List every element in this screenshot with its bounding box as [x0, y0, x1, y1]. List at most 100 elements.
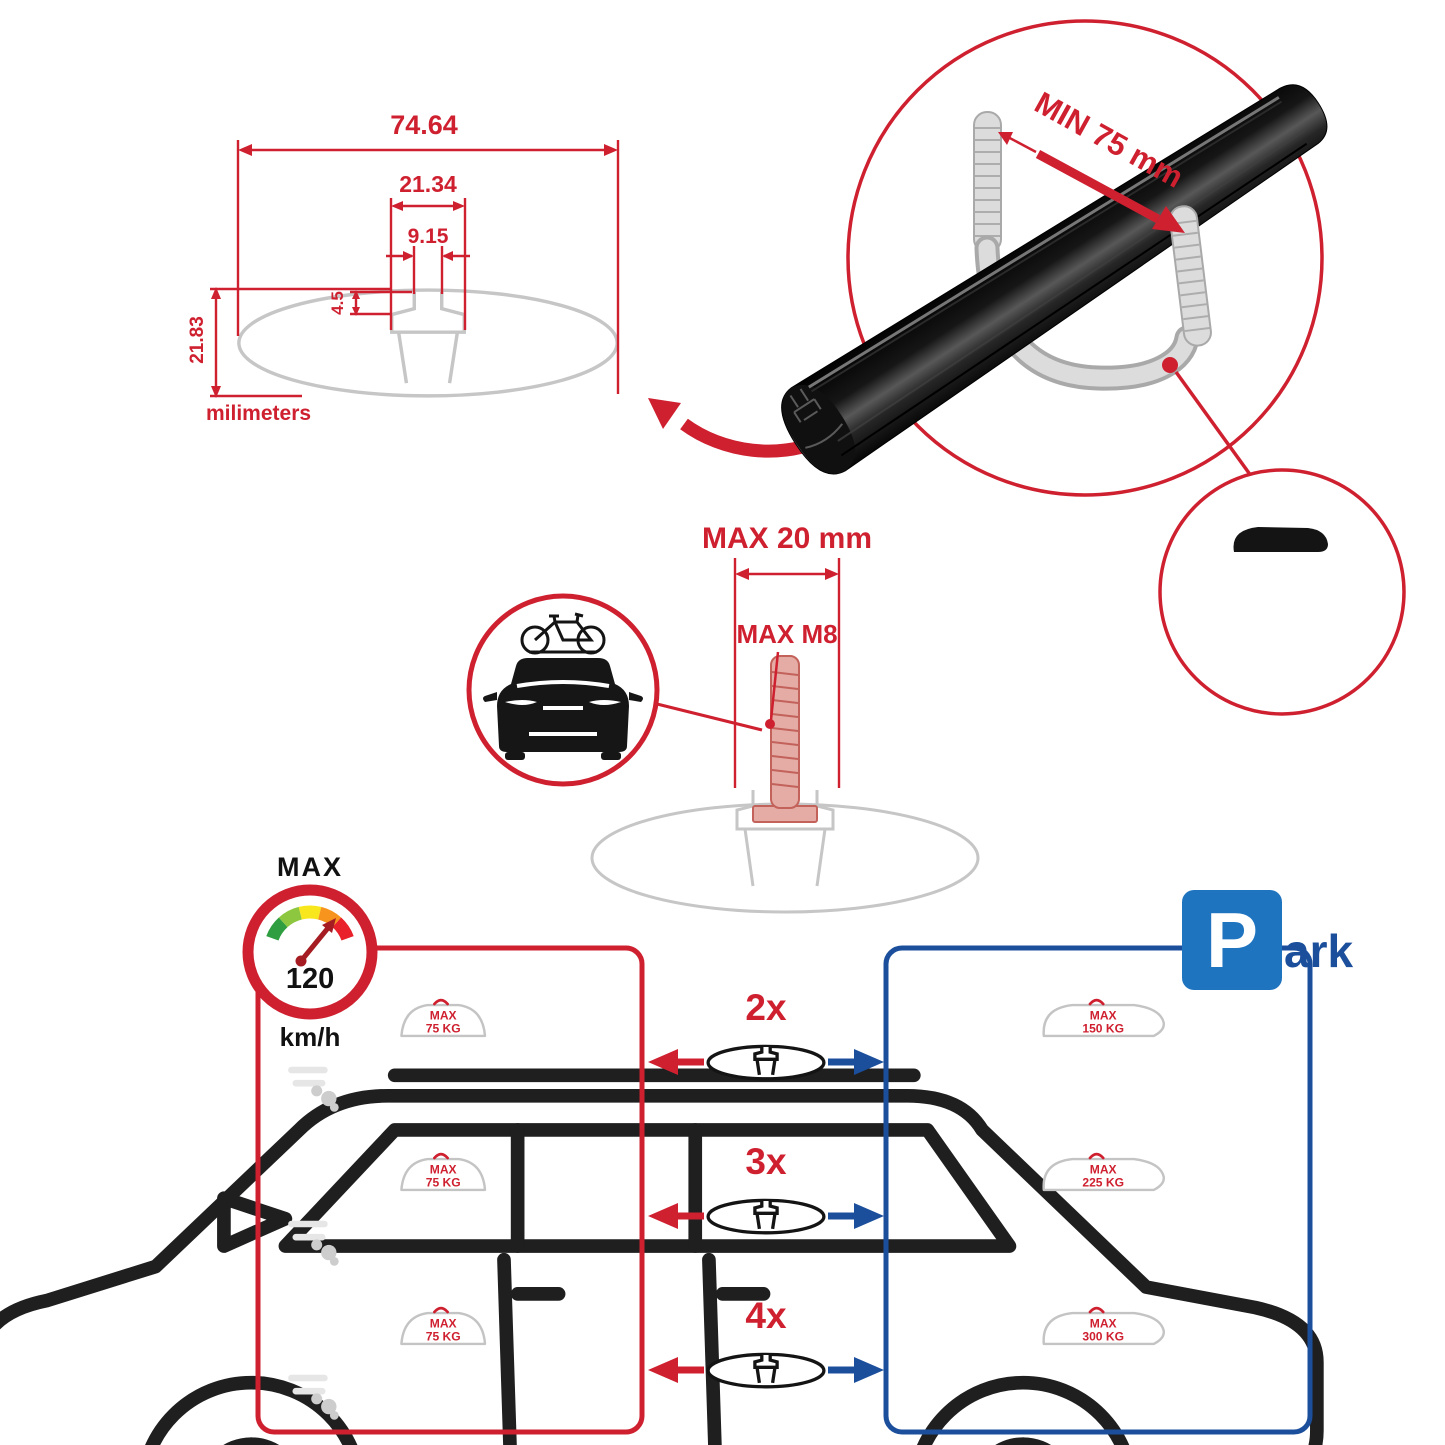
suv-side-icon: [0, 1075, 1317, 1445]
parking-sign-suffix: ark: [1284, 925, 1353, 977]
arrowhead-icon: [998, 132, 1013, 145]
load-label: MAX: [1090, 1008, 1117, 1022]
arrowhead-icon: [854, 1357, 884, 1383]
multiplier-label: 3x: [745, 1141, 787, 1182]
needle-tip: [322, 918, 336, 933]
top-slot-line: [808, 96, 1280, 389]
thread-pointer-line: [769, 651, 780, 721]
speedometer-gauge-icon: MAX 120 km/h: [242, 852, 378, 1052]
parked-car-row: MAX 300 KG: [1042, 1306, 1165, 1346]
multiplier-label: 4x: [745, 1295, 787, 1336]
thick-arrow-shaft: [1035, 150, 1161, 223]
headlights: [505, 700, 621, 705]
callout-dot: [765, 719, 775, 729]
gauge-segment-lightgreen: [278, 906, 303, 928]
suv-with-roofbox-icon: [0, 468, 1406, 1445]
bag-handle-icon: [433, 1306, 449, 1314]
arrowhead-icon: [735, 568, 749, 580]
load-label: MAX: [430, 1162, 457, 1176]
multiplier-label: 2x: [745, 987, 787, 1028]
dim-slot-inner-lines: [386, 246, 470, 294]
parking-sign-letter: P: [1206, 896, 1258, 984]
crossbar-render: MIN 75 mm: [781, 19, 1328, 497]
parked-panel: [883, 945, 1313, 1435]
gauge-segment-green: [266, 917, 288, 941]
end-cap-profile-lines: [789, 388, 844, 449]
roof-box-icon: [1042, 1311, 1165, 1346]
car-front-icon: [483, 658, 643, 760]
arrowhead-icon: [238, 144, 252, 156]
gauge-segment-red: [332, 917, 354, 941]
roof-bag-icon: [400, 1157, 487, 1192]
bag-handle-icon: [433, 1152, 449, 1160]
arrowhead-icon: [453, 201, 465, 211]
driving-car-row: MAX 75 KG: [288, 1152, 487, 1266]
box-handle-icon: [1088, 1152, 1105, 1160]
arrowhead-icon: [648, 1049, 678, 1075]
parking-sign-icon: P ark: [1182, 890, 1353, 990]
bag-handle-icon: [433, 998, 449, 1006]
roof-box-icon: [1233, 527, 1328, 552]
load-label: MAX: [1090, 1316, 1117, 1330]
arrowhead-icon: [854, 1203, 884, 1229]
arrowhead-icon: [391, 201, 403, 211]
bolt-length-label: MAX 20 mm: [702, 522, 872, 555]
units-label: milimeters: [206, 402, 311, 425]
dim-height-label: 21.83: [187, 316, 208, 364]
exhaust-smoke-icon: [288, 1374, 339, 1420]
callout-line: [656, 702, 763, 732]
arrowhead-icon: [403, 251, 414, 261]
crossbar-cross-section-icon: [706, 1044, 826, 1081]
dim-slot-outer-label: 21.34: [399, 171, 457, 197]
load-weight: 150 KG: [1082, 1022, 1124, 1036]
dim-slot-outer-lines: [389, 198, 467, 330]
bolt-thread-label: MAX M8: [736, 619, 837, 649]
dim-width-total-label: 74.64: [390, 110, 458, 140]
load-weight: 75 KG: [426, 1176, 461, 1190]
crossbar-cross-section-icon: [237, 288, 619, 398]
driving-car-row: MAX 75 KG: [288, 998, 487, 1112]
arrowhead-icon: [825, 568, 839, 580]
arrowhead-icon: [604, 144, 618, 156]
parked-car-row: MAX 150 KG: [1042, 998, 1165, 1038]
car-with-bike-icon: [466, 593, 763, 787]
channel-stem-lines: [743, 828, 827, 887]
arrowhead-icon: [352, 290, 360, 299]
arrowhead-icon: [352, 307, 360, 316]
speed-max-label: MAX: [277, 852, 343, 882]
load-weight: 75 KG: [426, 1022, 461, 1036]
load-weight: 75 KG: [426, 1330, 461, 1344]
arrowhead-icon: [211, 287, 221, 299]
arrowhead-icon: [648, 1203, 678, 1229]
dim-height-lines: [210, 287, 390, 398]
needle-pivot: [295, 955, 307, 967]
threaded-rod-icon: [973, 111, 1002, 253]
arrowhead-icon: [1152, 206, 1185, 233]
dim-width-lines: [236, 140, 620, 394]
bolt-icon: [752, 655, 818, 823]
crossbar-bar: [781, 84, 1328, 475]
exhaust-smoke-icon: [288, 1220, 339, 1266]
parked-car-row: MAX 225 KG: [1042, 1152, 1165, 1192]
crossbar-cross-section-icon: [706, 1352, 826, 1389]
threaded-rod-icon: [1169, 205, 1212, 347]
driving-panel: [255, 945, 645, 1435]
arrowhead-icon: [854, 1049, 884, 1075]
inset-circle: [1158, 468, 1406, 716]
bolt-length-lines: [733, 558, 841, 788]
load-weight: 300 KG: [1082, 1330, 1124, 1344]
callout-line: [1174, 370, 1256, 482]
gauge-segment-orange: [317, 906, 342, 928]
multiplier-rows: 2x 3x 4x: [648, 987, 884, 1389]
callout-dot: [1162, 357, 1178, 373]
box-handle-icon: [1088, 998, 1105, 1006]
speed-value: 120: [286, 963, 334, 995]
arrowhead-icon: [211, 386, 221, 398]
roof-bag-icon: [400, 1003, 487, 1038]
thin-arrow-shaft: [1005, 134, 1037, 154]
arrowhead-icon: [648, 1357, 678, 1383]
arrowhead-icon: [648, 398, 681, 429]
dim-slot-inner-label: 9.15: [408, 225, 449, 248]
